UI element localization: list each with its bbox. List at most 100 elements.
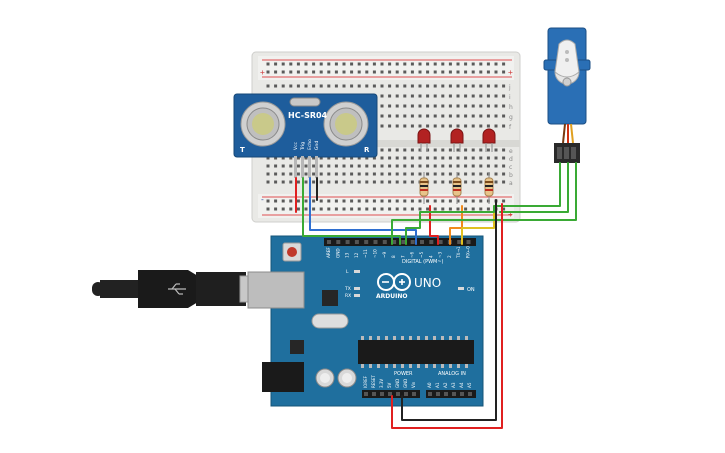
bb-hole[interactable] [403,207,407,211]
led-1[interactable] [417,128,431,152]
bb-hole[interactable] [403,104,407,108]
bb-hole[interactable] [304,207,308,211]
bb-hole[interactable] [312,207,316,211]
bb-hole[interactable] [479,156,483,160]
bb-hole[interactable] [266,199,270,203]
bb-hole[interactable] [266,62,270,66]
bb-hole[interactable] [426,70,430,74]
bb-hole[interactable] [433,70,437,74]
bb-hole[interactable] [433,114,437,118]
bb-hole[interactable] [418,199,422,203]
ultrasonic-sensor[interactable]: HC-SR04 T R Vcc Trig Echo Gnd [233,93,378,178]
bb-hole[interactable] [342,84,346,88]
led-3[interactable] [482,128,496,152]
bb-hole[interactable] [502,124,506,128]
bb-hole[interactable] [372,70,376,74]
header-hole[interactable] [364,240,369,244]
bb-hole[interactable] [494,172,498,176]
bb-hole[interactable] [289,62,293,66]
bb-hole[interactable] [365,207,369,211]
bb-hole[interactable] [319,156,323,160]
bb-hole[interactable] [319,62,323,66]
led-2[interactable] [450,128,464,152]
bb-hole[interactable] [448,164,452,168]
bb-hole[interactable] [304,172,308,176]
bb-hole[interactable] [357,207,361,211]
bb-hole[interactable] [410,70,414,74]
bb-hole[interactable] [266,156,270,160]
wire-5v[interactable] [391,203,503,429]
bb-hole[interactable] [289,199,293,203]
bb-hole[interactable] [296,156,300,160]
header-hole[interactable] [336,240,341,244]
bb-hole[interactable] [312,62,316,66]
bb-hole[interactable] [274,172,278,176]
bb-hole[interactable] [418,148,422,152]
bb-hole[interactable] [418,70,422,74]
bb-hole[interactable] [342,70,346,74]
bb-hole[interactable] [410,207,414,211]
bb-hole[interactable] [365,62,369,66]
bb-hole[interactable] [342,62,346,66]
bb-hole[interactable] [494,180,498,184]
header-hole[interactable] [354,240,359,244]
header-hole[interactable] [392,240,397,244]
bb-hole[interactable] [448,172,452,176]
bb-hole[interactable] [502,148,506,152]
bb-hole[interactable] [502,199,506,203]
bb-hole[interactable] [380,70,384,74]
bb-hole[interactable] [395,207,399,211]
bb-hole[interactable] [464,62,468,66]
bb-hole[interactable] [441,148,445,152]
bb-hole[interactable] [456,172,460,176]
bb-hole[interactable] [441,207,445,211]
wire-led-3[interactable] [461,205,495,245]
header-hole[interactable] [410,240,415,244]
bb-hole[interactable] [418,94,422,98]
header-hole[interactable] [429,240,434,244]
bb-hole[interactable] [403,156,407,160]
bb-hole[interactable] [448,104,452,108]
bb-hole[interactable] [486,164,490,168]
bb-hole[interactable] [357,172,361,176]
bb-hole[interactable] [274,164,278,168]
bb-hole[interactable] [357,84,361,88]
bb-hole[interactable] [418,207,422,211]
bb-hole[interactable] [289,156,293,160]
bb-hole[interactable] [334,70,338,74]
resistor-3[interactable] [484,172,494,204]
bb-hole[interactable] [448,207,452,211]
header-hole[interactable] [436,392,440,396]
bb-hole[interactable] [403,70,407,74]
header-hole[interactable] [380,392,384,396]
bb-hole[interactable] [365,199,369,203]
bb-hole[interactable] [281,172,285,176]
bb-hole[interactable] [410,94,414,98]
header-hole[interactable] [438,240,443,244]
bb-hole[interactable] [395,124,399,128]
header-hole[interactable] [382,240,387,244]
bb-hole[interactable] [289,164,293,168]
bb-hole[interactable] [471,164,475,168]
header-hole[interactable] [401,240,406,244]
bb-hole[interactable] [410,114,414,118]
bb-hole[interactable] [395,94,399,98]
bb-hole[interactable] [479,84,483,88]
bb-hole[interactable] [464,207,468,211]
bb-hole[interactable] [456,94,460,98]
bb-hole[interactable] [426,62,430,66]
bb-hole[interactable] [494,164,498,168]
bb-hole[interactable] [418,172,422,176]
bb-hole[interactable] [350,156,354,160]
bb-hole[interactable] [350,172,354,176]
bb-hole[interactable] [456,84,460,88]
bb-hole[interactable] [365,172,369,176]
bb-hole[interactable] [274,62,278,66]
bb-hole[interactable] [296,207,300,211]
bb-hole[interactable] [388,104,392,108]
bb-hole[interactable] [289,84,293,88]
bb-hole[interactable] [372,180,376,184]
bb-hole[interactable] [395,70,399,74]
bb-hole[interactable] [418,104,422,108]
bb-hole[interactable] [380,114,384,118]
